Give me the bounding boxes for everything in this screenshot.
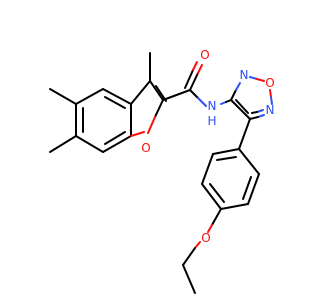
- ether-oxygen-label: O: [201, 231, 210, 245]
- furan-ring: [130, 80, 167, 137]
- bond: [270, 96, 273, 105]
- methyl-bond-c5: [49, 88, 77, 105]
- benzene-ring-benzofuran: [75, 88, 132, 153]
- structure-canvas: O O N H N O N O: [49, 48, 275, 294]
- bond: [201, 183, 222, 210]
- bond: [102, 88, 132, 105]
- double-bond-inner: [216, 156, 237, 161]
- bond: [257, 114, 265, 118]
- bond: [201, 153, 214, 185]
- amide-bond-n: [197, 97, 207, 107]
- bond: [230, 89, 237, 101]
- bond-o: [207, 224, 213, 233]
- oxadiazole-nitrogen-top-label: N: [240, 68, 249, 82]
- bond: [256, 78, 265, 82]
- carbonyl-bond-o: [197, 64, 203, 74]
- bond: [249, 116, 259, 120]
- bond: [238, 148, 260, 175]
- double-bond-inner: [209, 183, 225, 203]
- bond: [149, 80, 164, 101]
- bond: [269, 89, 272, 98]
- bond: [102, 135, 132, 153]
- bond: [75, 135, 104, 153]
- bond: [235, 82, 241, 91]
- bond: [230, 99, 251, 120]
- bond: [249, 76, 258, 80]
- molecule-structure: O O N H N O N O: [49, 48, 275, 294]
- double-bond-inner: [242, 176, 252, 200]
- bond: [154, 99, 164, 118]
- double-bond-inner: [251, 111, 258, 114]
- bond: [182, 247, 196, 266]
- bond: [75, 88, 104, 105]
- bond-o: [194, 241, 201, 249]
- bond: [130, 131, 145, 137]
- bond: [130, 80, 151, 105]
- bond: [211, 208, 222, 226]
- bond: [238, 118, 251, 150]
- carboxamide-group: [162, 61, 232, 107]
- bond: [247, 173, 260, 205]
- amide-hydrogen-label: H: [207, 114, 216, 128]
- bond: [220, 203, 249, 210]
- bond: [212, 148, 240, 155]
- oxadiazole-nitrogen-right-label: N: [266, 103, 275, 117]
- double-bond-inner: [256, 109, 264, 113]
- furan-oxygen-label: O: [141, 141, 150, 155]
- oxadiazole-ring: [230, 76, 273, 120]
- oxadiazole-oxygen-label: O: [265, 76, 274, 90]
- double-bond-inner: [235, 99, 249, 114]
- carbonyl-bond: [189, 72, 199, 91]
- amide-nitrogen-label: N: [208, 99, 217, 113]
- ethoxy-group: [182, 208, 222, 294]
- methyl-bond-c6: [49, 135, 77, 153]
- phenyl-ring: [201, 118, 260, 210]
- carbonyl-oxygen-label: O: [200, 48, 209, 62]
- double-bond-inner: [104, 96, 126, 109]
- carbonyl-bond-double: [184, 69, 194, 89]
- bond: [147, 116, 156, 134]
- bond: [189, 89, 199, 99]
- bond: [182, 264, 196, 294]
- bond: [162, 89, 191, 101]
- double-bond-inner: [104, 131, 126, 145]
- carbonyl-bond-o-double: [192, 61, 198, 71]
